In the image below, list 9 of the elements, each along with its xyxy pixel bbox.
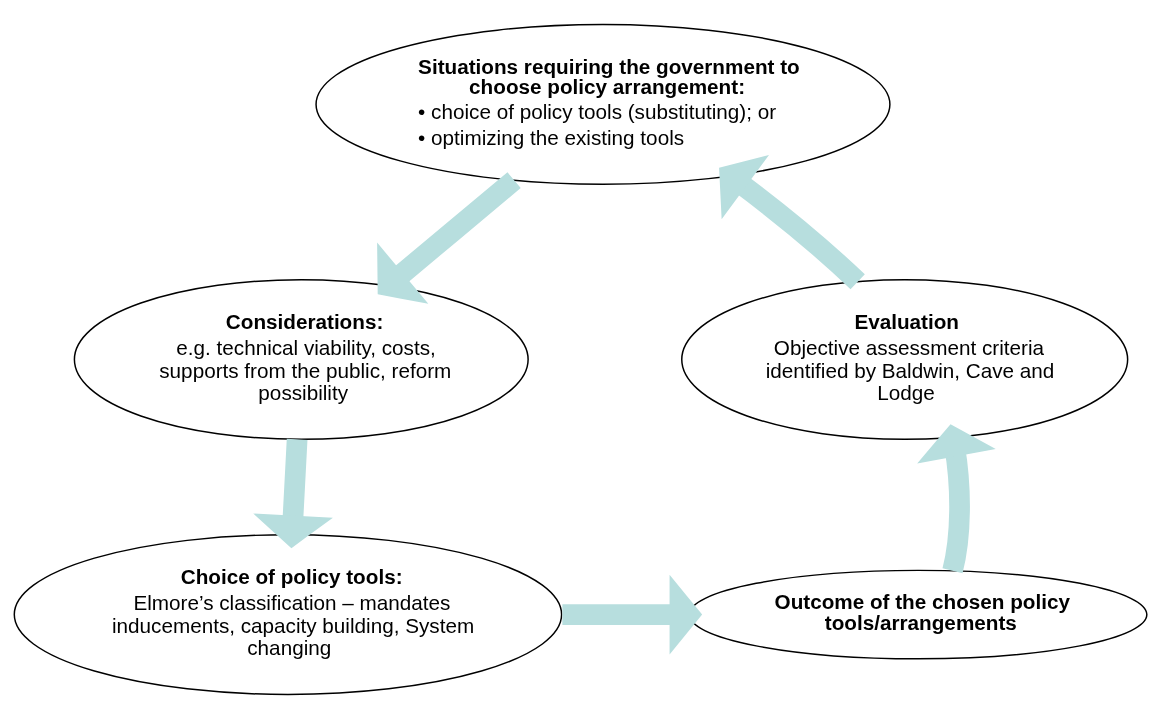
node-ellipse: Evaluation Objective assessment criteria identified by Baldwin, Cave and Lodge xyxy=(681,278,1129,440)
arrow xyxy=(562,574,703,655)
arrow xyxy=(253,438,333,548)
arrow xyxy=(377,171,521,304)
node-ellipse: Considerations: e.g. technical viability, costs, supports from the public, reform possibility xyxy=(73,278,529,440)
arrow xyxy=(917,423,996,573)
node-ellipse: Situations requiring the government to choose policy arrangement: • choice of policy tools (substituting); or • optimizing the existing tools xyxy=(315,23,891,185)
arrow xyxy=(719,154,865,289)
node-ellipse: Choice of policy tools: Elmore’s classification – mandates inducements, capacity building, System changing xyxy=(13,533,563,695)
